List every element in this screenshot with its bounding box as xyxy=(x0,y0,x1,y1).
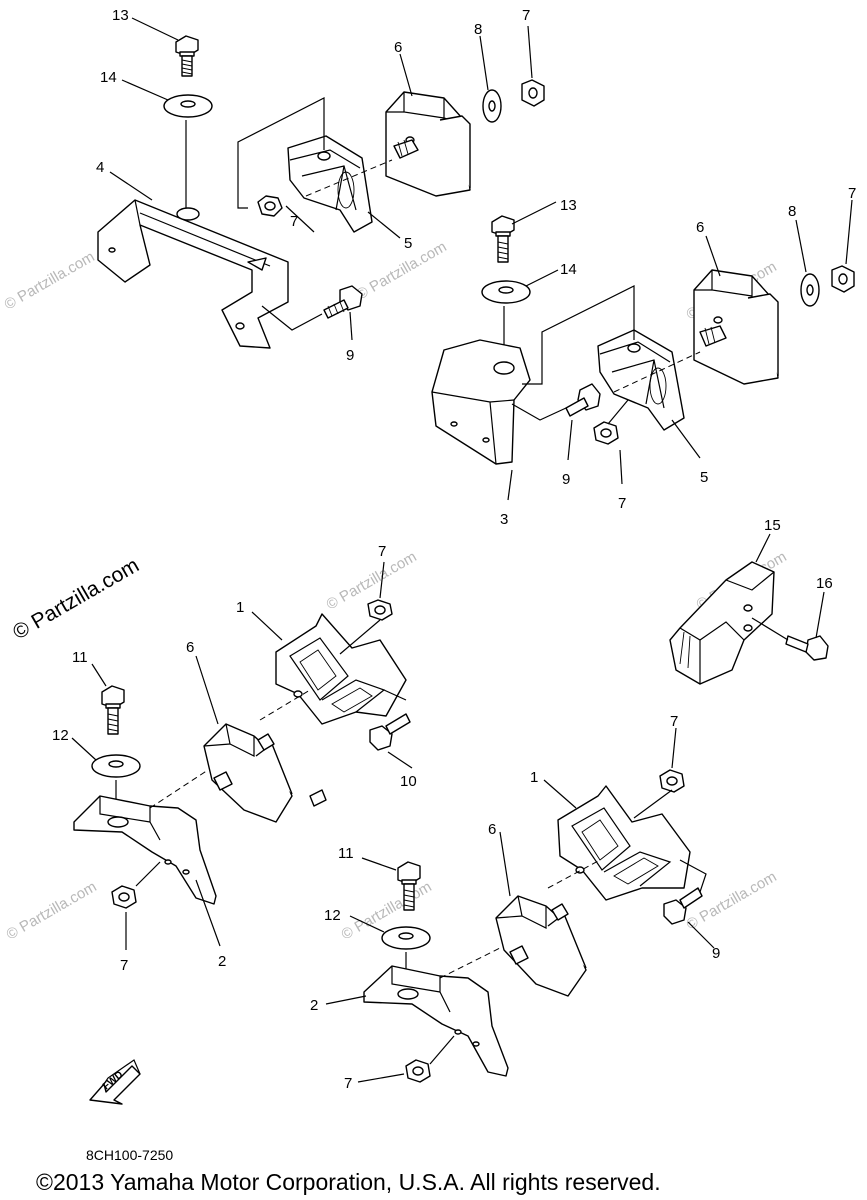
bracket-2a xyxy=(73,795,217,905)
callout-13b: 13 xyxy=(560,197,577,214)
callout-4: 4 xyxy=(96,159,104,176)
callout-8b: 8 xyxy=(788,203,796,220)
callout-3: 3 xyxy=(500,511,508,528)
callout-7c: 7 xyxy=(848,185,856,202)
bolt-9a xyxy=(323,285,363,319)
watermark-faint-2: © Partzilla.com xyxy=(354,238,450,303)
watermark-faint-6: © Partzilla.com xyxy=(4,878,100,943)
callout-6b: 6 xyxy=(696,219,704,236)
watermark-faint-8: © Partzilla.com xyxy=(684,868,780,933)
callout-11a: 11 xyxy=(72,649,88,666)
callout-6a: 6 xyxy=(394,39,402,56)
bolt-11a xyxy=(101,685,125,735)
callout-12b: 12 xyxy=(324,907,341,924)
callout-7d: 7 xyxy=(618,495,626,512)
callout-10: 10 xyxy=(400,773,417,790)
bracket-15 xyxy=(669,561,775,685)
nut-7b xyxy=(257,195,283,217)
partzilla-watermark: © Partzilla.com xyxy=(9,554,143,645)
nut-7f xyxy=(111,885,137,909)
fwd-arrow-icon: FWD xyxy=(89,1059,141,1105)
assembly-top-right xyxy=(431,215,855,465)
nut-7c xyxy=(831,265,855,293)
bolt-11b xyxy=(397,861,421,911)
mount-6a xyxy=(385,91,471,197)
callout-2b: 2 xyxy=(310,997,318,1014)
callout-7f: 7 xyxy=(120,957,128,974)
bolt-13a xyxy=(175,35,199,77)
callout-labels: 13 14 4 6 8 7 7 5 9 13 14 6 8 7 3 9 7 5 … xyxy=(52,7,856,1092)
assembly-middle-left xyxy=(73,599,411,909)
callout-7b: 7 xyxy=(290,213,298,230)
callout-12a: 12 xyxy=(52,727,69,744)
diagram-code: 8CH100-7250 xyxy=(86,1147,173,1163)
callout-9a: 9 xyxy=(346,347,354,364)
callout-5b: 5 xyxy=(700,469,708,486)
callout-7a: 7 xyxy=(522,7,530,24)
callout-1a: 1 xyxy=(236,599,244,616)
damper-1a xyxy=(275,613,407,725)
callout-7e: 7 xyxy=(378,543,386,560)
damper-1b xyxy=(557,785,691,901)
damper-5a xyxy=(287,135,373,233)
bolt-9c xyxy=(663,887,703,925)
callout-1b: 1 xyxy=(530,769,538,786)
mount-6c xyxy=(203,723,327,823)
callout-9b: 9 xyxy=(562,471,570,488)
callout-14b: 14 xyxy=(560,261,577,278)
callout-5a: 5 xyxy=(404,235,412,252)
callout-15: 15 xyxy=(764,517,781,534)
nut-7a xyxy=(521,79,545,107)
assembly-bottom-right xyxy=(363,769,707,1083)
nut-7g xyxy=(659,769,685,793)
nut-7e xyxy=(367,599,393,621)
bracket-2b xyxy=(363,965,509,1077)
callout-2a: 2 xyxy=(218,953,226,970)
callout-6d: 6 xyxy=(488,821,496,838)
callout-9c: 9 xyxy=(712,945,720,962)
callout-8a: 8 xyxy=(474,21,482,38)
assembly-top-left xyxy=(97,35,545,349)
callout-11b: 11 xyxy=(338,845,354,862)
watermark-faint-1: © Partzilla.com xyxy=(2,248,98,313)
mount-6d xyxy=(495,895,587,997)
callout-13a: 13 xyxy=(112,7,129,24)
bolt-9b xyxy=(565,383,601,417)
bolt-10 xyxy=(369,713,411,751)
bolt-13b xyxy=(491,215,515,263)
damper-5b xyxy=(597,329,685,431)
callout-14a: 14 xyxy=(100,69,117,86)
bolt-16 xyxy=(785,635,829,661)
nut-7d xyxy=(593,421,619,445)
mount-6b xyxy=(693,269,779,385)
leader-lines xyxy=(71,17,853,1083)
callout-7g: 7 xyxy=(670,713,678,730)
bracket-3 xyxy=(431,339,531,465)
callout-7h: 7 xyxy=(344,1075,352,1092)
nut-7h xyxy=(405,1059,431,1083)
callout-6c: 6 xyxy=(186,639,194,656)
assembly-right-mid xyxy=(669,561,829,685)
copyright-notice: ©2013 Yamaha Motor Corporation, U.S.A. A… xyxy=(36,1169,661,1195)
callout-16: 16 xyxy=(816,575,833,592)
bracket-4 xyxy=(97,199,289,349)
